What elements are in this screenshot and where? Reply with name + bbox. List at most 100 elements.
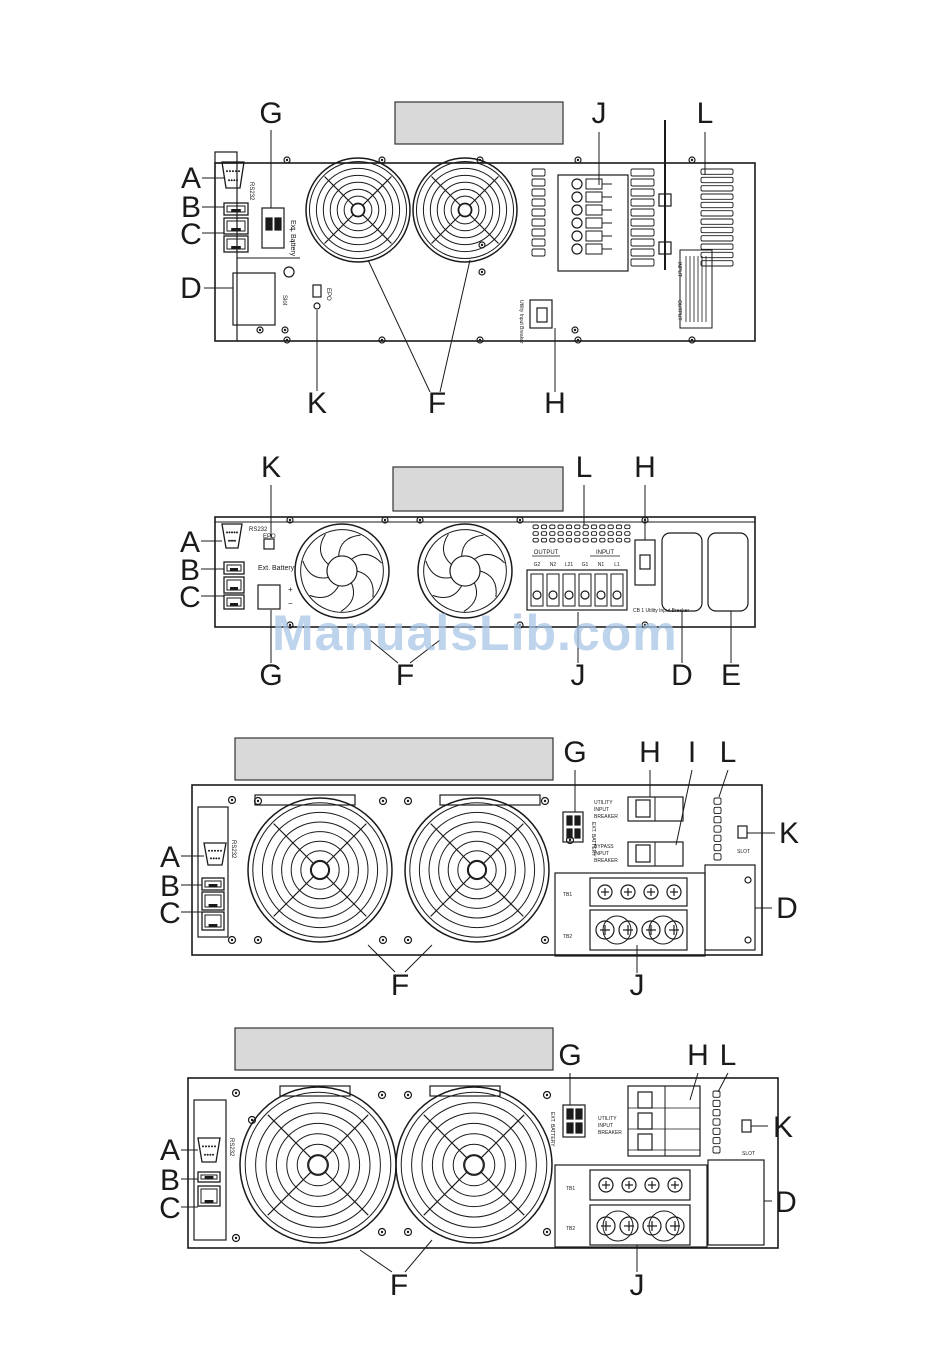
vent-slots	[531, 168, 546, 257]
fan-blade	[425, 560, 452, 579]
ext-battery-connector	[562, 811, 584, 843]
slot-cover-d	[661, 532, 703, 612]
terminal-screw	[571, 217, 583, 229]
callout-c: C	[159, 1192, 181, 1225]
svg-text:TB1: TB1	[566, 1186, 575, 1192]
callout-a: A	[181, 162, 201, 195]
svg-text:Slot: Slot	[281, 295, 287, 306]
screw	[571, 326, 579, 334]
callout-g: G	[259, 659, 282, 692]
svg-text:INPUT: INPUT	[594, 851, 609, 857]
comm-port-c	[223, 576, 245, 594]
callout-a: A	[160, 841, 180, 874]
terminal-screw	[571, 230, 583, 242]
screw	[542, 1090, 552, 1100]
svg-text:N2: N2	[550, 562, 557, 568]
vent-slots	[700, 168, 734, 267]
screw	[253, 935, 263, 945]
callout-f: F	[391, 969, 409, 1002]
callout-h: H	[639, 736, 661, 769]
screw	[231, 1088, 241, 1098]
svg-text:SLOT: SLOT	[742, 1151, 755, 1157]
svg-text:+: +	[288, 585, 293, 594]
callout-a: A	[180, 526, 200, 559]
svg-text:+: +	[289, 225, 294, 234]
label-epo: EPO	[325, 288, 331, 301]
screw	[281, 326, 289, 334]
svg-text:G1: G1	[582, 562, 589, 568]
rs232-port	[203, 842, 227, 866]
epo-switch	[737, 825, 748, 839]
fan-blade	[309, 585, 340, 598]
terminal-block	[557, 174, 629, 272]
label-ext-battery: Ext. Battery	[289, 220, 296, 257]
terminal-screw	[666, 884, 682, 900]
label-rs232: RS232	[249, 527, 268, 533]
callout-j: J	[592, 97, 607, 130]
callout-k: K	[261, 451, 281, 484]
screw	[247, 1115, 257, 1125]
svg-text:OUTPUT: OUTPUT	[534, 550, 559, 556]
fan-blade	[338, 534, 361, 557]
callout-l: L	[576, 451, 593, 484]
fan-blade	[461, 534, 484, 557]
terminal-screw	[571, 243, 583, 255]
callout-d: D	[775, 1186, 797, 1219]
comm-bay	[197, 806, 229, 938]
callout-a: A	[160, 1134, 180, 1167]
utility-input-breaker	[529, 299, 553, 329]
chassis-lip	[214, 151, 238, 164]
callout-k: K	[773, 1111, 793, 1144]
callout-f: F	[396, 659, 414, 692]
fan	[305, 157, 411, 263]
callout-l: L	[697, 97, 714, 130]
svg-text:N1: N1	[598, 562, 605, 568]
screw	[377, 1090, 387, 1100]
comm-port-c	[197, 1185, 221, 1207]
fan-blade	[302, 560, 329, 579]
svg-text:TB2: TB2	[563, 934, 572, 940]
callout-c: C	[180, 218, 202, 251]
screw	[378, 156, 386, 164]
rear-panel-chassis	[214, 162, 756, 342]
screw	[516, 516, 524, 524]
terminal-screw	[597, 884, 613, 900]
ext-battery-connector	[261, 207, 285, 249]
fan-blade	[479, 570, 497, 598]
title-box	[394, 101, 564, 145]
vent-slots	[713, 797, 722, 861]
slot-cover	[232, 272, 276, 326]
screw	[283, 156, 291, 164]
terminal-block-tb2	[589, 1204, 691, 1246]
fan	[395, 1086, 553, 1244]
screw	[574, 336, 582, 344]
screw	[542, 1227, 552, 1237]
label-ext-battery: Ext. Battery	[258, 565, 295, 572]
vent-slots	[712, 1090, 721, 1154]
terminal-screw	[620, 884, 636, 900]
screw	[540, 935, 550, 945]
title-box	[234, 1027, 554, 1071]
svg-text:Utility Input Breaker: Utility Input Breaker	[518, 300, 524, 344]
callout-e: E	[721, 659, 741, 692]
terminal-screw	[612, 590, 622, 600]
svg-text:OUTPUT: OUTPUT	[676, 300, 682, 321]
svg-text:L1: L1	[614, 562, 620, 568]
rs232-port	[221, 161, 245, 189]
terminal-screw	[580, 590, 590, 600]
screw	[378, 796, 388, 806]
callout-k: K	[307, 387, 327, 420]
screw	[253, 796, 263, 806]
callout-f: F	[428, 387, 446, 420]
terminal-enclosure	[554, 1164, 708, 1248]
screw	[283, 336, 291, 344]
callout-d: D	[776, 892, 798, 925]
screw	[574, 156, 582, 164]
label-utility: UTILITY	[598, 1116, 617, 1122]
terminal-screw	[621, 1177, 637, 1193]
terminal-screw	[667, 1177, 683, 1193]
fan	[239, 1086, 397, 1244]
screw	[377, 1227, 387, 1237]
svg-text:INPUT: INPUT	[676, 262, 682, 277]
